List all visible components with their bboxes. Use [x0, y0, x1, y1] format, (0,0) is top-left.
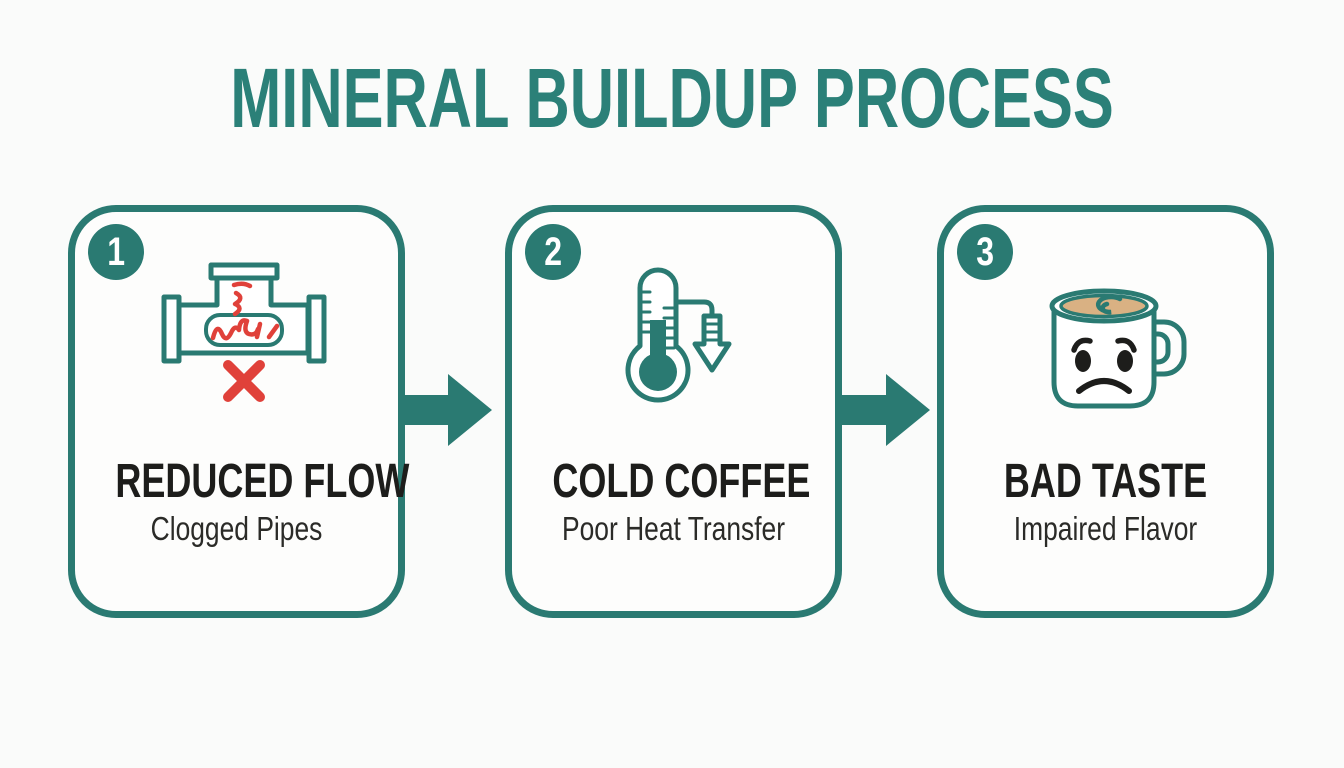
step-subtitle: Impaired Flavor	[1013, 510, 1198, 547]
step-title: BAD TASTE	[1003, 455, 1208, 508]
step-title: COLD COFFEE	[552, 455, 811, 508]
step-1-number-badge: 1	[88, 224, 144, 280]
step-subtitle: Clogged Pipes	[150, 510, 323, 547]
step-3-number-badge: 3	[957, 224, 1013, 280]
step-card-bad-taste: 3 BAD TASTE Impaired Flavor	[937, 205, 1274, 618]
step-card-reduced-flow: 1 REDUCED FLOW Clogged Pipes	[68, 205, 410, 618]
step-2-number-badge: 2	[525, 224, 581, 280]
process-arrow-right-icon	[402, 374, 492, 446]
page-title: MINERAL BUILDUP PROCESS	[230, 51, 1114, 145]
sad-coffee-mug-icon	[1028, 268, 1204, 421]
step-number: 3	[976, 230, 994, 274]
step-subtitle: Poor Heat Transfer	[561, 510, 786, 547]
step-title: REDUCED FLOW	[115, 455, 410, 508]
step-number: 1	[107, 230, 125, 274]
cold-thermometer-icon	[594, 260, 754, 413]
clogged-pipe-icon	[160, 262, 330, 412]
step-number: 2	[544, 230, 562, 274]
step-card-cold-coffee: 2 COL	[505, 205, 842, 618]
process-arrow-right-icon	[840, 374, 930, 446]
